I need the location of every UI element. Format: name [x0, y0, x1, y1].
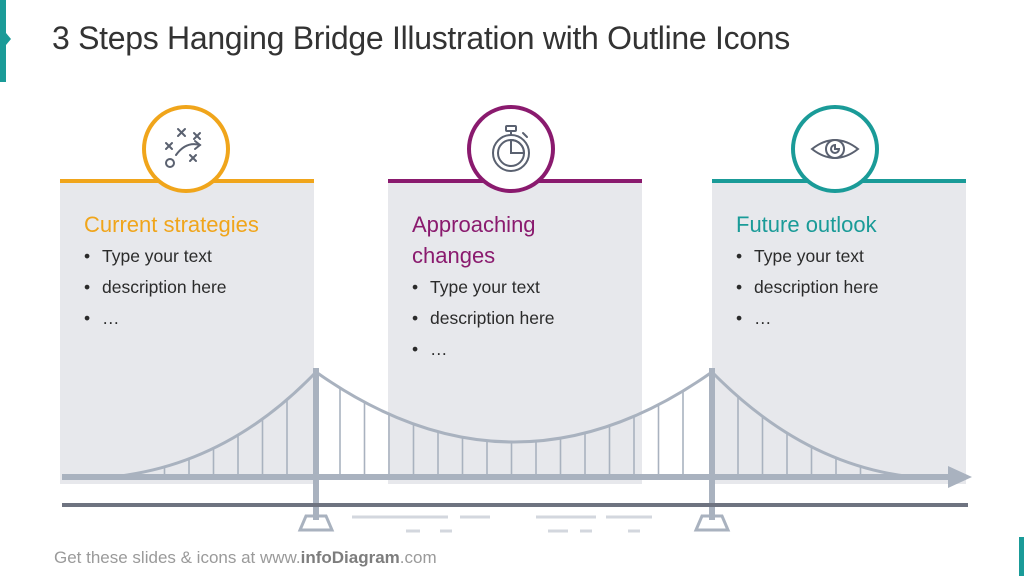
step-panel-3[interactable]: Future outlook Type your text descriptio…: [712, 179, 966, 484]
step-3-bullet-3: …: [736, 303, 879, 334]
slide-title: 3 Steps Hanging Bridge Illustration with…: [52, 20, 790, 56]
step-panel-1[interactable]: Current strategies Type your text descri…: [60, 179, 314, 484]
deck-arrow-head: [948, 466, 972, 488]
right-accent-bar: [1019, 537, 1024, 576]
step-2-bullet-list: Type your text description here …: [412, 272, 555, 365]
step-2-bullet-1: Type your text: [412, 272, 555, 303]
step-3-icon-circle: [791, 105, 879, 193]
strategy-play-icon: [165, 128, 202, 168]
step-2-bullet-2: description here: [412, 303, 555, 334]
step-1-bullet-3: …: [84, 303, 227, 334]
right-tower-base: [693, 514, 731, 532]
step-1-bullet-list: Type your text description here …: [84, 241, 227, 334]
left-tower-base: [297, 514, 335, 532]
step-1-bullet-2: description here: [84, 272, 227, 303]
step-2-heading-line-2: changes: [412, 243, 496, 268]
step-1-bullet-1: Type your text: [84, 241, 227, 272]
footer-prefix: Get these slides & icons at www.: [54, 548, 301, 567]
step-2-heading: Approaching changes: [412, 209, 632, 271]
step-3-heading: Future outlook: [736, 212, 877, 237]
footer-suffix: .com: [399, 548, 437, 567]
step-3-bullet-list: Type your text description here …: [736, 241, 879, 334]
eye-icon: [810, 139, 860, 159]
bridge-hangers: [163, 387, 862, 474]
step-1-icon-circle: [142, 105, 230, 193]
step-3-bullet-2: description here: [736, 272, 879, 303]
footer-credit: Get these slides & icons at www.infoDiag…: [54, 548, 437, 568]
step-panel-2[interactable]: Approaching changes Type your text descr…: [388, 179, 642, 484]
left-accent-bar: [0, 0, 11, 82]
step-2-heading-line-1: Approaching: [412, 212, 536, 237]
step-2-icon-circle: [467, 105, 555, 193]
water-reflection-dashes: [352, 515, 652, 533]
step-1-heading: Current strategies: [84, 212, 259, 237]
footer-brand: infoDiagram: [300, 548, 400, 567]
stopwatch-icon: [492, 125, 530, 172]
step-3-bullet-1: Type your text: [736, 241, 879, 272]
main-cable: [119, 370, 906, 478]
step-2-bullet-3: …: [412, 334, 555, 365]
